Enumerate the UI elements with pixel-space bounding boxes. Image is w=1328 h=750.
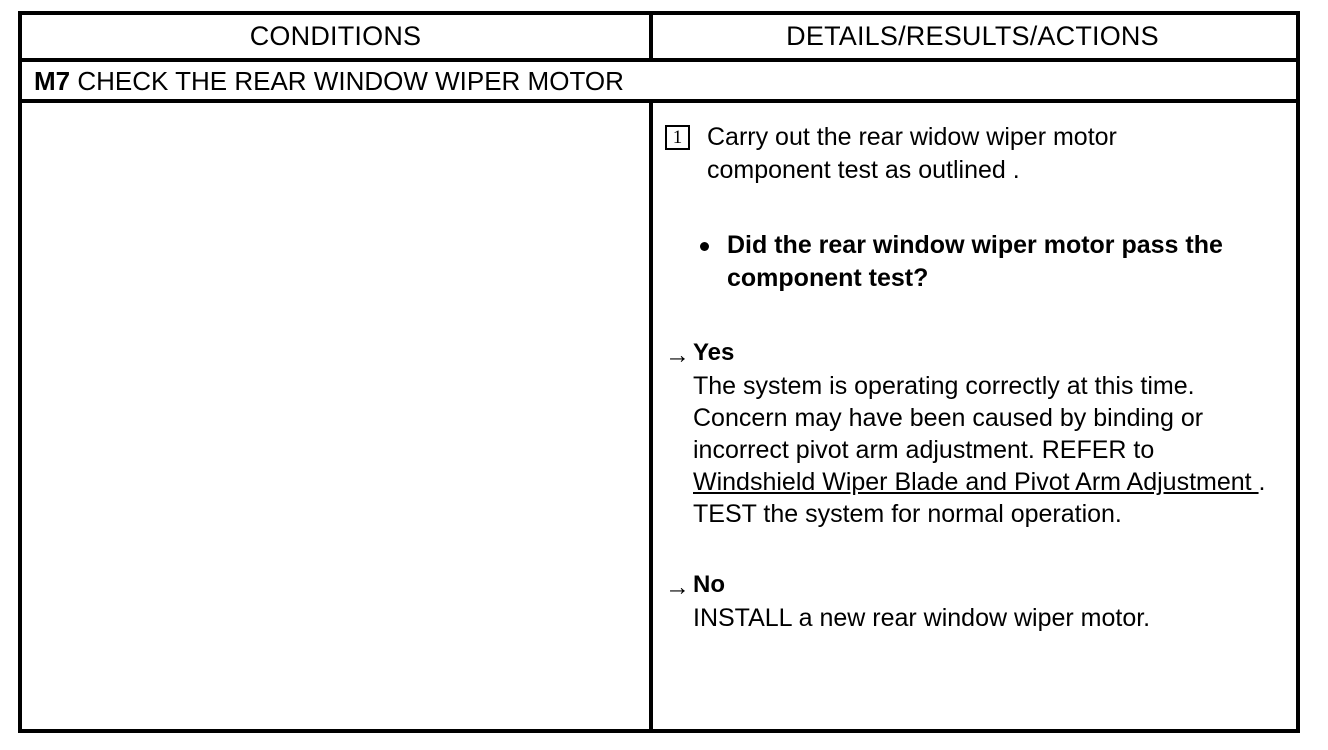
answer-no-detail: INSTALL a new rear window wiper motor.	[693, 602, 1273, 634]
table-body-row: 1 Carry out the rear widow wiper motor c…	[22, 103, 1296, 729]
step-title-label: CHECK THE REAR WINDOW WIPER MOTOR	[77, 65, 624, 96]
step-item: 1 Carry out the rear widow wiper motor c…	[665, 121, 1286, 187]
answer-yes: → Yes The system is operating correctly …	[665, 340, 1286, 530]
answer-no-text-before: INSTALL a new rear window wiper motor.	[693, 604, 1151, 632]
answer-yes-text-before: The system is operating correctly at thi…	[693, 372, 1204, 464]
question-item: Did the rear window wiper motor pass the…	[665, 229, 1286, 295]
header-label-details: DETAILS/RESULTS/ACTIONS	[786, 21, 1159, 51]
cross-reference-link[interactable]: Windshield Wiper Blade and Pivot Arm Adj…	[693, 468, 1259, 496]
answer-yes-text-after: . TEST the system for normal operation.	[693, 468, 1266, 528]
step-number-box: 1	[665, 125, 690, 150]
answer-no: → No INSTALL a new rear window wiper mot…	[665, 572, 1286, 634]
details-cell: 1 Carry out the rear widow wiper motor c…	[653, 103, 1296, 729]
answer-no-label: No	[693, 571, 725, 598]
step-instruction-text: Carry out the rear widow wiper motor com…	[707, 123, 1117, 184]
question-text: Did the rear window wiper motor pass the…	[727, 231, 1223, 292]
step-title: M7 CHECK THE REAR WINDOW WIPER MOTOR	[34, 68, 624, 94]
arrow-right-icon: →	[665, 341, 690, 369]
bullet-icon	[700, 242, 709, 251]
answer-yes-body: Yes The system is operating correctly at…	[693, 340, 1273, 530]
arrow-right-icon: →	[665, 573, 690, 601]
header-label-conditions: CONDITIONS	[249, 21, 422, 51]
diagnostic-table: CONDITIONS DETAILS/RESULTS/ACTIONS M7 CH…	[18, 11, 1300, 733]
table-title-row: M7 CHECK THE REAR WINDOW WIPER MOTOR	[22, 62, 1296, 103]
answer-no-body: No INSTALL a new rear window wiper motor…	[693, 572, 1273, 634]
table-header-row: CONDITIONS DETAILS/RESULTS/ACTIONS	[22, 15, 1296, 62]
answer-yes-detail: The system is operating correctly at thi…	[693, 370, 1273, 530]
step-id-label: M7	[34, 65, 71, 96]
header-cell-details: DETAILS/RESULTS/ACTIONS	[653, 15, 1292, 58]
answer-yes-label: Yes	[693, 339, 735, 366]
header-cell-conditions: CONDITIONS	[22, 15, 653, 58]
conditions-cell	[22, 103, 653, 729]
